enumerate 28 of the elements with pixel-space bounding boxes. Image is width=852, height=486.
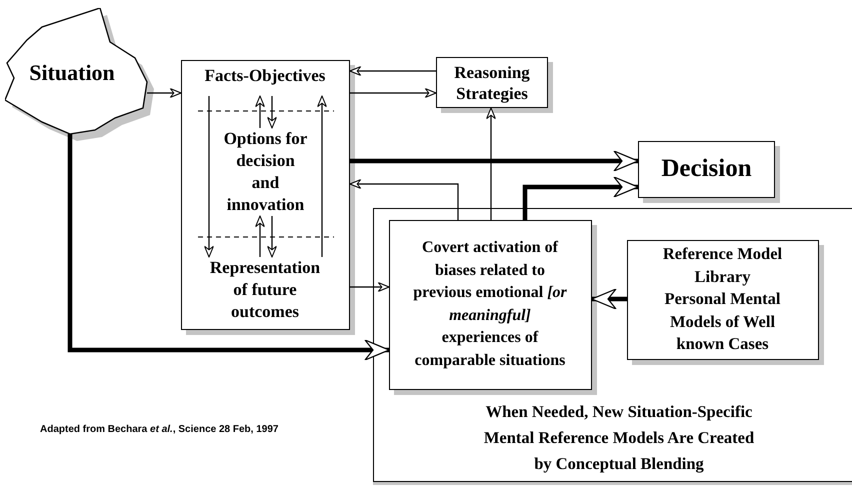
arrow [255, 96, 265, 128]
thick-arrow [522, 176, 639, 220]
region-box [373, 208, 852, 482]
region-label: When Needed, New Situation-Specific Mental Reference Models Are Created by Conceptual Blending [482, 401, 756, 475]
box-label: Reference Model Library [662, 243, 784, 288]
arrow [317, 96, 327, 257]
section-label: Options for decision and innovation [222, 128, 310, 216]
thick-arrow [591, 288, 627, 310]
arrow [267, 216, 277, 258]
box-label: Decision [660, 155, 753, 184]
arrow [350, 66, 436, 76]
node-label: Situation [28, 60, 116, 86]
thick-arrow [350, 150, 639, 172]
arrow [255, 216, 265, 257]
arrow [486, 108, 496, 220]
arrow [350, 282, 390, 292]
arrow [267, 96, 277, 128]
arrow [204, 96, 214, 258]
section-label: Facts-Objectives [186, 66, 344, 96]
source-note: Adapted from Bechara et al., Science 28 Feb, 1997 [40, 424, 278, 435]
arrow [147, 88, 182, 98]
section-label: Representation of future outcomes [202, 256, 328, 324]
box-label: Personal Mental Models of Well known Cases [664, 288, 782, 356]
arrow [350, 88, 436, 98]
arrow [350, 179, 459, 220]
box-label: Reasoning Strategies [453, 62, 531, 104]
thick-arrow [68, 134, 390, 361]
box-label: Covert activation of biases related to previous emotional [or meaningful] experiences of comparable situations [412, 238, 568, 370]
